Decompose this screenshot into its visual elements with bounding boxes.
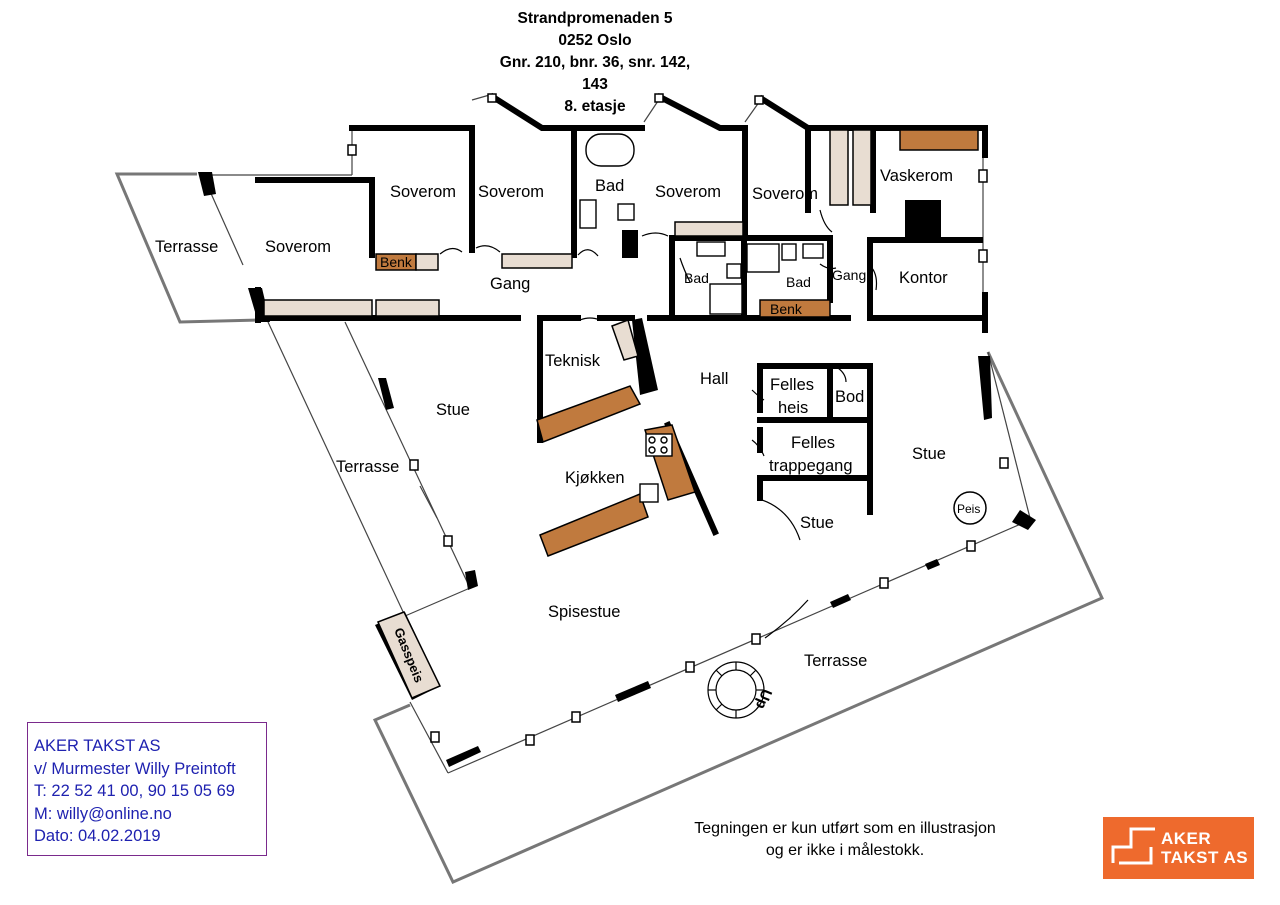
room-label-terrasse-mid: Terrasse [336, 458, 399, 476]
room-label-soverom-4: Soverom [655, 183, 721, 201]
room-label-terrasse-bottom: Terrasse [804, 652, 867, 670]
spiral-stair [707, 661, 765, 719]
room-label-felles-heis-1: Felles [770, 376, 814, 394]
room-label-hall: Hall [700, 370, 728, 388]
room-label-kontor: Kontor [899, 269, 948, 287]
peis-circle [953, 491, 987, 525]
doors [439, 209, 878, 639]
contact-box: AKER TAKST AS v/ Murmester Willy Preinto… [27, 722, 267, 856]
header-floor: 8. etasje [564, 98, 626, 115]
cabinets [263, 129, 872, 699]
disclaimer-line-2: og er ikke i målestokk. [765, 842, 925, 859]
header-address: Strandpromenaden 5 [517, 10, 673, 27]
room-label-bod: Bod [835, 388, 864, 406]
room-label-bad-small-1: Bad [684, 270, 709, 286]
contact-date: Dato: 04.02.2019 [34, 827, 161, 845]
contact-phone: T: 22 52 41 00, 90 15 05 69 [34, 782, 235, 800]
contact-company: AKER TAKST AS [34, 737, 161, 755]
contact-person: v/ Murmester Willy Preintoft [34, 759, 236, 778]
header-cadastral-cont: 143 [582, 76, 608, 93]
aker-takst-logo: AKER TAKST AS [1103, 817, 1254, 879]
room-label-soverom-2: Soverom [390, 183, 456, 201]
room-label-stue-left: Stue [436, 401, 470, 419]
room-label-bad-main: Bad [595, 177, 624, 195]
room-label-peis: Peis [957, 502, 980, 516]
disclaimer: Tegningen er kun utført som en illustras… [640, 818, 1050, 862]
logo-mark-icon [1111, 827, 1155, 865]
room-label-spisestue: Spisestue [548, 603, 620, 621]
room-labels: Terrasse Soverom Soverom Soverom Bad Sov… [155, 167, 953, 670]
room-label-gang-main: Gang [490, 275, 530, 293]
room-label-felles-trappegang-2: trappegang [769, 457, 853, 475]
logo-line-2: TAKST AS [1161, 848, 1249, 867]
property-header: Strandpromenaden 5 0252 Oslo Gnr. 210, b… [435, 8, 755, 118]
glazing-lines [204, 93, 1031, 774]
room-label-soverom-5: Soverom [752, 185, 818, 203]
room-label-stue-right: Stue [912, 445, 946, 463]
room-label-kjokken: Kjøkken [565, 469, 625, 487]
room-label-soverom-3: Soverom [478, 183, 544, 201]
room-label-stue-center: Stue [800, 514, 834, 532]
room-label-bad-small-2: Bad [786, 274, 811, 290]
room-label-terrasse-left: Terrasse [155, 238, 218, 256]
header-postal: 0252 Oslo [558, 32, 632, 49]
window-marks [347, 93, 1009, 746]
bath-fixtures [579, 133, 824, 503]
room-label-gang-small: Gang [832, 267, 866, 283]
disclaimer-line-1: Tegningen er kun utført som en illustras… [694, 820, 996, 837]
room-label-benk-1: Benk [380, 254, 413, 270]
counters [375, 129, 979, 557]
room-label-vaskerom: Vaskerom [880, 167, 953, 185]
room-label-felles-heis-2: heis [778, 399, 808, 417]
room-label-benk-2: Benk [770, 301, 803, 317]
terrace-railings [114, 172, 1105, 884]
header-cadastral: Gnr. 210, bnr. 36, snr. 142, [499, 54, 691, 71]
room-label-felles-trappegang-1: Felles [791, 434, 835, 452]
room-label-teknisk: Teknisk [545, 352, 601, 370]
stair-up-label: Up [752, 687, 775, 712]
logo-text: AKER TAKST AS [1161, 829, 1248, 867]
contact-email: M: willy@online.no [34, 804, 172, 823]
logo-line-1: AKER [1161, 829, 1212, 848]
room-label-soverom-1: Soverom [265, 238, 331, 256]
